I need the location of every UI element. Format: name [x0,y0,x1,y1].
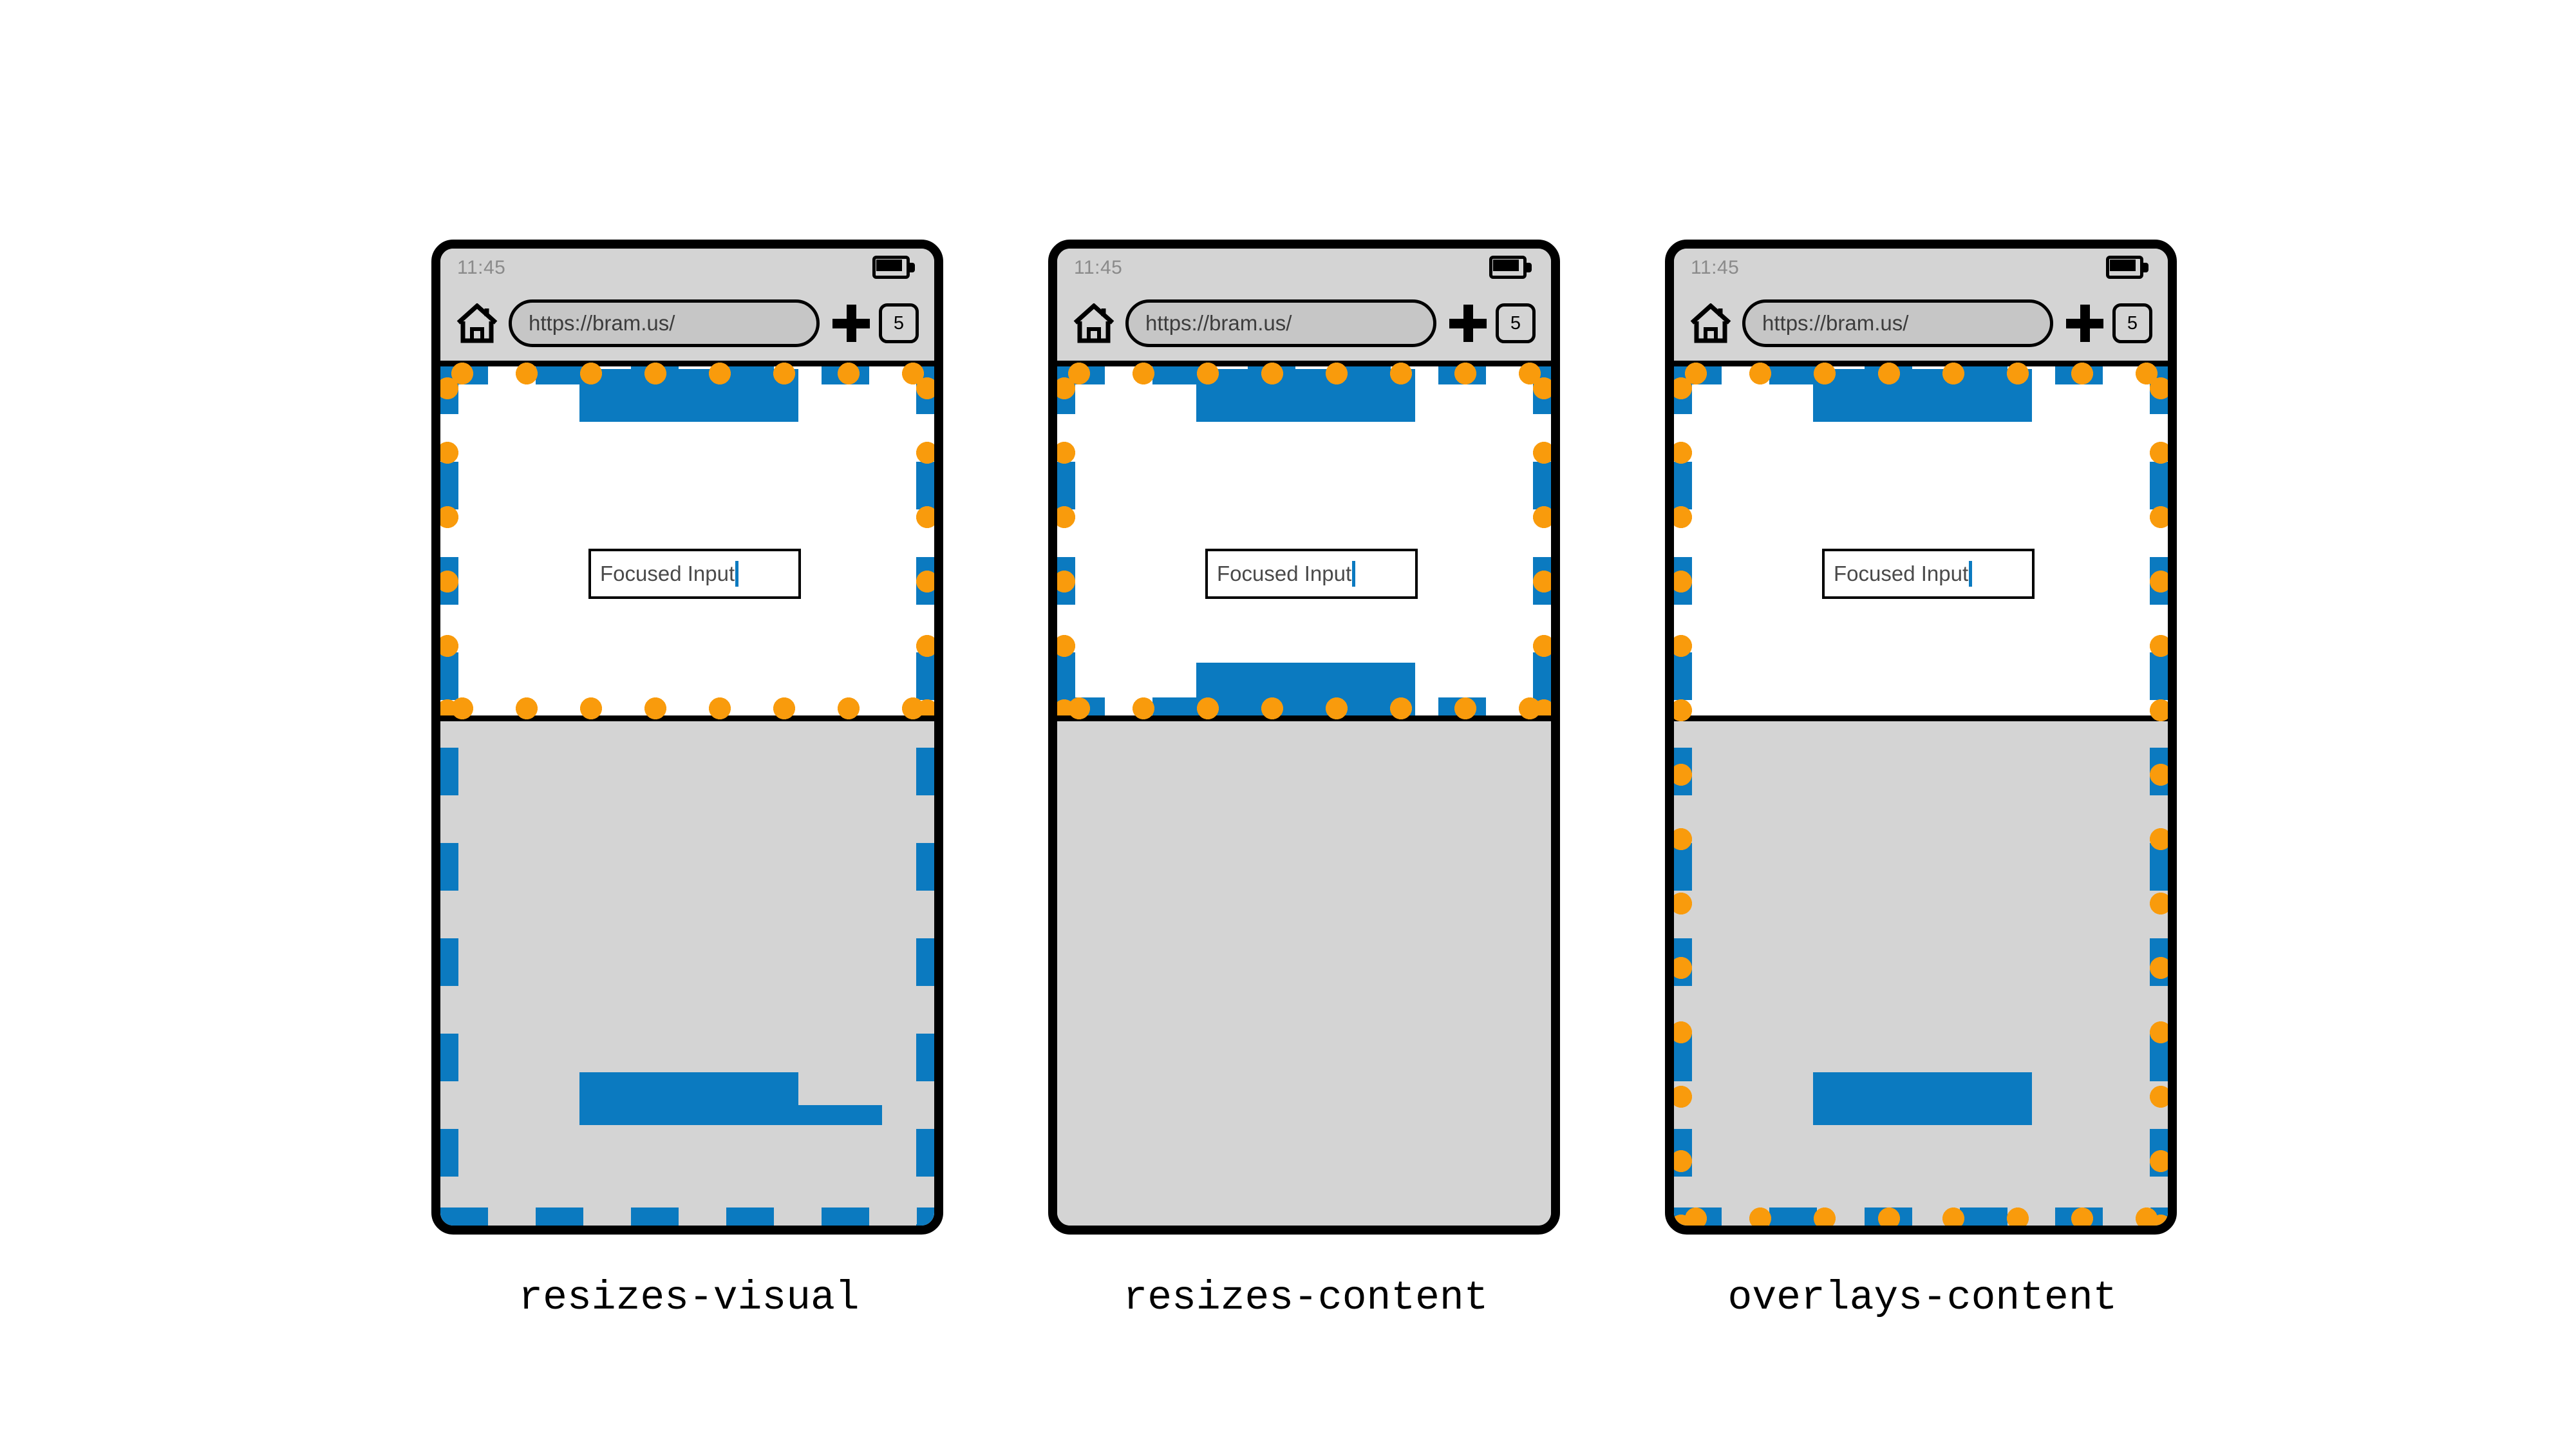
browser-chrome: 11:45 https://br [440,249,934,366]
focused-input-value: Focused Input [600,562,735,585]
focused-input-field[interactable]: Focused Input [588,549,801,599]
phone-screen: 11:45 https://br [1674,249,2168,1226]
home-icon[interactable] [456,303,498,343]
tab-count-label: 5 [2127,312,2138,334]
phone-mockup-resizes-visual: 11:45 https://br [431,240,943,1235]
content-block-bottom [1813,1072,2032,1125]
tab-count-button[interactable]: 5 [1496,303,1536,343]
battery-icon [2106,256,2148,279]
page-content-area: Focused Input [1057,366,1551,715]
caption-resizes-visual: resizes-visual [518,1275,860,1321]
plus-icon[interactable] [2066,305,2103,342]
phone-mockup-resizes-content: 11:45 https://br [1048,240,1560,1235]
status-bar: 11:45 [1674,249,2168,286]
url-bar[interactable]: https://bram.us/ [1125,299,1436,347]
virtual-keyboard [1057,715,1551,1226]
url-bar[interactable]: https://bram.us/ [1742,299,2053,347]
phone-screen: 11:45 https://br [440,249,934,1226]
virtual-keyboard [440,715,934,1226]
status-clock: 11:45 [457,257,506,278]
phone-mockup-overlays-content: 11:45 https://br [1665,240,2177,1235]
home-icon[interactable] [1073,303,1115,343]
plus-icon[interactable] [1449,305,1487,342]
url-text: https://bram.us/ [529,311,675,335]
focused-input-value: Focused Input [1834,562,1969,585]
content-block-top [1813,369,2032,422]
phone-screen: 11:45 https://br [1057,249,1551,1226]
content-block-bottom [1196,663,1415,715]
content-block-top [1196,369,1415,422]
url-text: https://bram.us/ [1145,311,1292,335]
browser-toolbar: https://bram.us/ 5 [1057,286,1551,361]
focused-input-value: Focused Input [1217,562,1352,585]
status-bar: 11:45 [1057,249,1551,286]
tab-count-button[interactable]: 5 [879,303,919,343]
content-block-bottom-tail [798,1105,882,1125]
tab-count-button[interactable]: 5 [2112,303,2152,343]
tab-count-label: 5 [893,312,905,334]
battery-icon [1489,256,1532,279]
tab-count-label: 5 [1510,312,1521,334]
page-content-area: Focused Input [1674,366,2168,715]
focused-input-field[interactable]: Focused Input [1205,549,1418,599]
plus-icon[interactable] [832,305,870,342]
text-caret-icon [1969,561,1973,587]
browser-chrome: 11:45 https://br [1057,249,1551,366]
content-block-top [579,369,798,422]
status-bar: 11:45 [440,249,934,286]
page-content-area: Focused Input [440,366,934,715]
text-caret-icon [735,561,739,587]
virtual-keyboard [1674,715,2168,1226]
caption-overlays-content: overlays-content [1727,1275,2118,1321]
url-bar[interactable]: https://bram.us/ [509,299,820,347]
browser-toolbar: https://bram.us/ 5 [440,286,934,361]
text-caret-icon [1352,561,1356,587]
caption-resizes-content: resizes-content [1123,1275,1489,1321]
battery-icon [872,256,915,279]
browser-toolbar: https://bram.us/ 5 [1674,286,2168,361]
home-icon[interactable] [1689,303,1732,343]
content-block-bottom [579,1072,798,1125]
focused-input-field[interactable]: Focused Input [1822,549,2035,599]
url-text: https://bram.us/ [1762,311,1909,335]
status-clock: 11:45 [1074,257,1123,278]
status-clock: 11:45 [1691,257,1740,278]
browser-chrome: 11:45 https://br [1674,249,2168,366]
